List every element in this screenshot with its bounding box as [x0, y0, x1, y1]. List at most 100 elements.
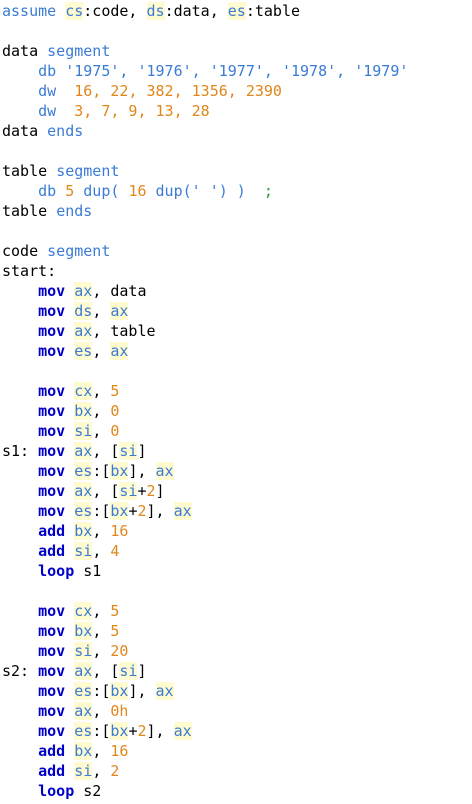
code-line[interactable] [2, 20, 408, 40]
code-line[interactable]: add bx, 16 [2, 740, 408, 760]
code-token-plain [2, 762, 38, 780]
code-token-plain: s1 [83, 562, 102, 580]
code-token-num: 16 [110, 742, 129, 760]
code-line[interactable]: add si, 4 [2, 540, 408, 560]
code-line[interactable]: dw 16, 22, 382, 1356, 2390 [2, 80, 408, 100]
code-token-reg: si [74, 542, 93, 560]
code-line[interactable]: mov ax, data [2, 280, 408, 300]
code-token-plain: ], [128, 462, 156, 480]
code-line[interactable]: table ends [2, 200, 408, 220]
code-token-ins: mov [38, 442, 75, 460]
code-line[interactable]: db 5 dup( 16 dup(' ') ) ; [2, 180, 408, 200]
code-token-plain: :[ [92, 502, 111, 520]
code-token-plain [2, 642, 38, 660]
code-token-kw: segment [47, 42, 111, 60]
code-token-plain: , [92, 602, 111, 620]
code-line[interactable]: mov ax, table [2, 320, 408, 340]
code-token-ins: add [38, 742, 75, 760]
code-token-reg: ax [74, 442, 93, 460]
code-token-plain [2, 382, 38, 400]
code-line[interactable]: start: [2, 260, 408, 280]
code-token-ins: mov [38, 402, 75, 420]
code-token-plain [2, 82, 38, 100]
code-token-plain [2, 622, 38, 640]
code-line[interactable]: mov bx, 5 [2, 620, 408, 640]
code-token-num: 5 [65, 182, 84, 200]
code-token-ins: mov [38, 702, 75, 720]
code-line[interactable]: mov es:[bx], ax [2, 680, 408, 700]
code-token-plain: :[ [92, 722, 111, 740]
code-line[interactable]: mov ax, 0h [2, 700, 408, 720]
code-token-plain [2, 702, 38, 720]
code-line[interactable]: table segment [2, 160, 408, 180]
code-line[interactable]: mov es:[bx], ax [2, 460, 408, 480]
code-token-reg: ds [146, 2, 165, 20]
code-line[interactable]: add si, 2 [2, 760, 408, 780]
code-token-plain [2, 462, 38, 480]
code-line[interactable]: mov cx, 5 [2, 600, 408, 620]
code-line[interactable]: dw 3, 7, 9, 13, 28 [2, 100, 408, 120]
code-line[interactable] [2, 140, 408, 160]
code-token-num: 4 [110, 542, 120, 560]
code-token-plain: :data, [164, 2, 228, 20]
code-text-area[interactable]: assume cs:code, ds:data, es:table data s… [2, 0, 408, 800]
code-line[interactable]: mov ax, [si+2] [2, 480, 408, 500]
code-line[interactable]: add bx, 16 [2, 520, 408, 540]
code-line[interactable]: db '1975', '1976', '1977', '1978', '1979… [2, 60, 408, 80]
code-token-plain: , [92, 742, 111, 760]
code-token-kw: dw [38, 102, 75, 120]
code-line[interactable]: mov ds, ax [2, 300, 408, 320]
code-token-plain [2, 742, 38, 760]
code-line[interactable]: mov es:[bx+2], ax [2, 500, 408, 520]
code-token-plain: + [137, 482, 147, 500]
code-token-reg: es [74, 342, 93, 360]
code-token-plain: ], [146, 722, 174, 740]
code-token-ins: loop [38, 562, 84, 580]
code-token-kw: ends [47, 122, 84, 140]
code-line[interactable]: mov bx, 0 [2, 400, 408, 420]
code-token-reg: ax [155, 682, 174, 700]
code-line[interactable]: data ends [2, 120, 408, 140]
code-token-reg: bx [74, 522, 93, 540]
code-line[interactable]: mov es, ax [2, 340, 408, 360]
code-token-reg: es [74, 502, 93, 520]
code-line[interactable]: mov si, 20 [2, 640, 408, 660]
code-token-ins: mov [38, 282, 75, 300]
code-line[interactable]: s1: mov ax, [si] [2, 440, 408, 460]
code-token-plain [2, 402, 38, 420]
code-line[interactable]: mov si, 0 [2, 420, 408, 440]
code-token-plain: , [92, 622, 111, 640]
code-line[interactable]: data segment [2, 40, 408, 60]
code-token-plain [2, 102, 38, 120]
code-line[interactable] [2, 220, 408, 240]
code-line[interactable]: mov cx, 5 [2, 380, 408, 400]
code-token-plain: , [92, 422, 111, 440]
code-line[interactable]: s2: mov ax, [si] [2, 660, 408, 680]
code-token-plain: :code, [83, 2, 147, 20]
code-token-plain: ] [137, 662, 147, 680]
code-line[interactable]: code segment [2, 240, 408, 260]
code-token-num: 0 [110, 402, 120, 420]
code-token-plain: , table [92, 322, 156, 340]
code-token-plain [2, 342, 38, 360]
code-token-ins: add [38, 522, 75, 540]
code-token-plain: + [128, 722, 138, 740]
code-token-ins: mov [38, 382, 75, 400]
code-token-plain [2, 482, 38, 500]
code-token-ins: mov [38, 662, 75, 680]
code-token-reg: ds [74, 302, 93, 320]
code-token-plain [2, 782, 38, 800]
code-token-ins: mov [38, 422, 75, 440]
code-line[interactable] [2, 580, 408, 600]
code-token-num: 0 [110, 422, 120, 440]
code-line[interactable]: mov es:[bx+2], ax [2, 720, 408, 740]
code-line[interactable] [2, 360, 408, 380]
code-token-reg: ax [74, 662, 93, 680]
code-token-num: 3, 7, 9, 13, 28 [74, 102, 210, 120]
code-line[interactable]: assume cs:code, ds:data, es:table [2, 0, 408, 20]
code-token-plain: , [92, 702, 111, 720]
code-token-num: 5 [110, 622, 120, 640]
code-line[interactable]: loop s1 [2, 560, 408, 580]
code-line[interactable]: loop s2 [2, 780, 408, 800]
